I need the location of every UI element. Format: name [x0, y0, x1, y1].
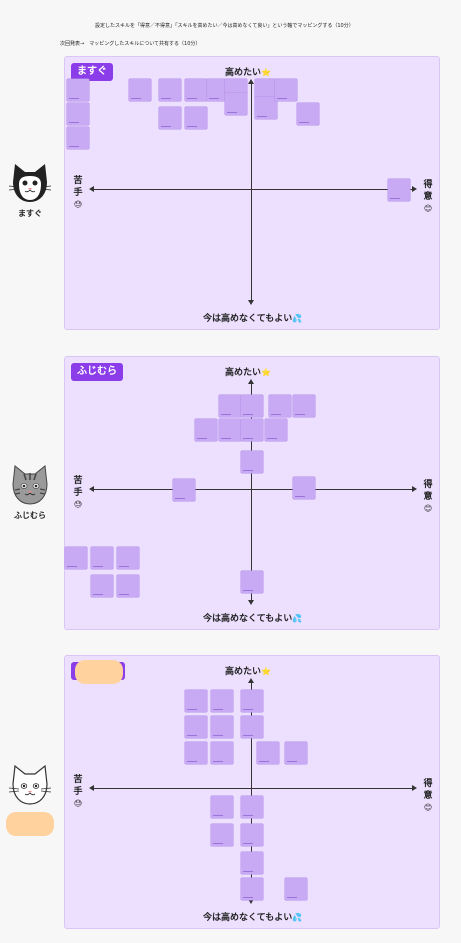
axis-label-top: 高めたい⭐ [225, 368, 271, 378]
sticky-note[interactable] [219, 395, 241, 417]
sticky-note[interactable] [185, 716, 207, 738]
sticky-note[interactable] [241, 419, 263, 441]
participant-tag: ますぐ [71, 63, 113, 81]
tabby-cat-icon [12, 465, 48, 505]
sticky-note[interactable] [91, 547, 113, 569]
sticky-note[interactable] [211, 796, 233, 818]
sticky-note[interactable] [185, 79, 207, 101]
sticky-note[interactable] [185, 107, 207, 129]
sticky-note[interactable] [225, 93, 247, 115]
skill-map-board[interactable]: 高めたい⭐ 今は高めなくてもよい💦 苦手😓 得意😊 [64, 655, 440, 929]
sticky-note[interactable] [211, 716, 233, 738]
axis-label-top: 高めたい⭐ [225, 68, 271, 78]
black-cat-icon [8, 164, 52, 202]
sticky-note[interactable] [211, 742, 233, 764]
sticky-note[interactable] [257, 742, 279, 764]
sticky-note[interactable] [67, 103, 89, 125]
participant-avatar: ふじむら [4, 462, 56, 521]
sticky-note[interactable] [67, 127, 89, 149]
axis-label-top: 高めたい⭐ [225, 667, 271, 677]
sticky-note[interactable] [241, 878, 263, 900]
sticky-note[interactable] [91, 575, 113, 597]
axis-label-left: 苦手😓 [73, 476, 83, 509]
sticky-note[interactable] [241, 395, 263, 417]
axis-label-left: 苦手😓 [73, 176, 83, 209]
instruction-line-1: 設定したスキルを「得意／不得意」「スキルを高めたい／今は高めなくて良い」という軸… [95, 23, 354, 29]
sticky-note[interactable] [211, 690, 233, 712]
sticky-note[interactable] [255, 97, 277, 119]
sticky-note[interactable] [129, 79, 151, 101]
sticky-note[interactable] [185, 742, 207, 764]
sticky-note[interactable] [241, 571, 263, 593]
sticky-note[interactable] [388, 179, 410, 201]
axis-label-bottom: 今は高めなくてもよい💦 [203, 314, 303, 324]
sticky-note[interactable] [241, 690, 263, 712]
axis-label-bottom: 今は高めなくてもよい💦 [203, 614, 303, 624]
sticky-note[interactable] [195, 419, 217, 441]
skill-map-board[interactable]: ふじむら 高めたい⭐ 今は高めなくてもよい💦 苦手😓 得意😊 [64, 356, 440, 630]
horizontal-axis [89, 486, 417, 492]
vertical-axis [248, 79, 254, 305]
sticky-note[interactable] [285, 742, 307, 764]
participant-avatar: ますぐ [4, 160, 56, 219]
sticky-note[interactable] [67, 79, 89, 101]
axis-label-right: 得意😊 [423, 480, 433, 513]
sticky-note[interactable] [241, 716, 263, 738]
axis-label-right: 得意😊 [423, 779, 433, 812]
sticky-note[interactable] [265, 419, 287, 441]
sticky-note[interactable] [173, 479, 195, 501]
redacted-name [6, 812, 54, 836]
sticky-note[interactable] [211, 824, 233, 846]
sticky-note[interactable] [159, 107, 181, 129]
participant-name: ふじむら [14, 511, 46, 520]
horizontal-axis [89, 785, 417, 791]
axis-label-left: 苦手😓 [73, 775, 83, 808]
participant-avatar [4, 762, 56, 836]
sticky-note[interactable] [269, 395, 291, 417]
sticky-note[interactable] [241, 852, 263, 874]
redacted-name [75, 660, 123, 684]
white-cat-icon [8, 764, 52, 805]
participant-tag: ふじむら [71, 363, 123, 381]
skill-map-board[interactable]: ますぐ 高めたい⭐ 今は高めなくてもよい💦 苦手😓 得意😊 [64, 56, 440, 330]
sticky-note[interactable] [293, 477, 315, 499]
sticky-note[interactable] [185, 690, 207, 712]
sticky-note[interactable] [241, 824, 263, 846]
vertical-axis [248, 379, 254, 605]
sticky-note[interactable] [297, 103, 319, 125]
participant-tag [71, 660, 125, 684]
sticky-note[interactable] [275, 79, 297, 101]
instruction-line-2: 次回発表→ マッピングしたスキルについて共有する（10分） [60, 41, 201, 47]
sticky-note[interactable] [285, 878, 307, 900]
sticky-note[interactable] [219, 419, 241, 441]
axis-label-right: 得意😊 [423, 180, 433, 213]
sticky-note[interactable] [117, 575, 139, 597]
axis-label-bottom: 今は高めなくてもよい💦 [203, 913, 303, 923]
participant-name: ますぐ [18, 209, 42, 218]
horizontal-axis [89, 186, 417, 192]
sticky-note[interactable] [207, 79, 229, 101]
sticky-note[interactable] [293, 395, 315, 417]
sticky-note[interactable] [65, 547, 87, 569]
sticky-note[interactable] [117, 547, 139, 569]
sticky-note[interactable] [241, 451, 263, 473]
sticky-note[interactable] [241, 796, 263, 818]
vertical-axis [248, 678, 254, 904]
sticky-note[interactable] [159, 79, 181, 101]
